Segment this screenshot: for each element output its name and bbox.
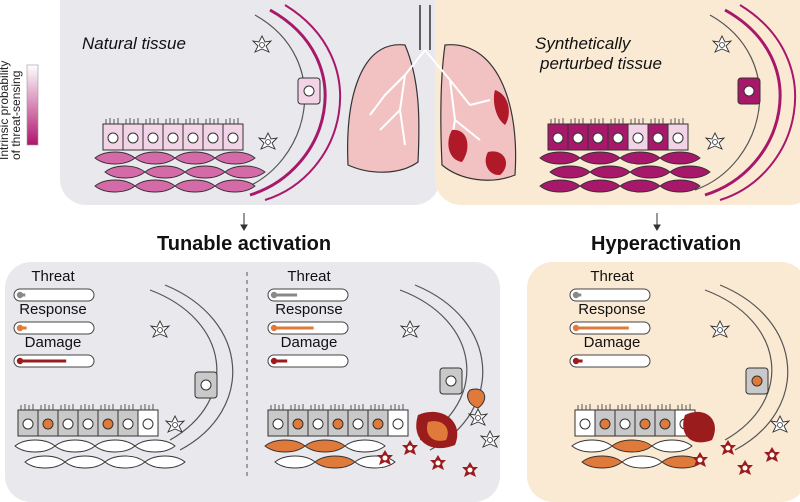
gauge-threat-outline (13, 288, 95, 302)
gauge-damage-outline (267, 354, 349, 368)
gauge-label-response: Response (19, 301, 87, 318)
gauge-damage-outline (569, 354, 651, 368)
natural-tissue-illustration (94, 4, 342, 201)
legend-label-line2: of threat-sensing (9, 70, 23, 160)
lungs-illustration (347, 5, 517, 181)
tunable-low-tissue (14, 284, 234, 469)
down-arrows (240, 213, 661, 231)
tunable-activation-heading: Tunable activation (157, 233, 332, 255)
gauge-label-response: Response (275, 301, 343, 318)
gauge-label-threat: Threat (590, 268, 634, 285)
gauge-threat-level (20, 293, 26, 297)
gauge-response-level (274, 326, 314, 330)
gauge-label-response: Response (578, 301, 646, 318)
gauges-group (13, 288, 651, 368)
diagram-canvas (13, 4, 797, 480)
gauge-threat-level (576, 293, 582, 297)
synthetic-tissue-illustration (539, 4, 797, 201)
gauge-response-level (576, 326, 629, 330)
synthetic-label-line1: Synthetically (535, 34, 631, 53)
gauge-threat-level (274, 293, 298, 297)
gauge-damage-level (274, 359, 288, 363)
natural-tissue-label: Natural tissue (82, 34, 186, 53)
gauge-damage-level (20, 359, 67, 363)
gauge-label-damage: Damage (24, 334, 82, 351)
gauge-threat-outline (267, 288, 349, 302)
legend-gradient-bar (26, 64, 39, 146)
gauge-label-damage: Damage (583, 334, 641, 351)
gauge-label-damage: Damage (280, 334, 338, 351)
gauge-label-threat: Threat (31, 268, 75, 285)
gauge-threat-outline (569, 288, 651, 302)
hyper-tissue (571, 284, 790, 475)
gauge-damage-level (576, 359, 583, 363)
tunable-high-tissue (264, 284, 500, 477)
gauge-response-level (20, 326, 27, 330)
gauge-response-outline (13, 321, 95, 335)
hyperactivation-heading: Hyperactivation (591, 233, 742, 255)
gauge-label-threat: Threat (287, 268, 331, 285)
synthetic-label-line2: perturbed tissue (540, 54, 662, 73)
